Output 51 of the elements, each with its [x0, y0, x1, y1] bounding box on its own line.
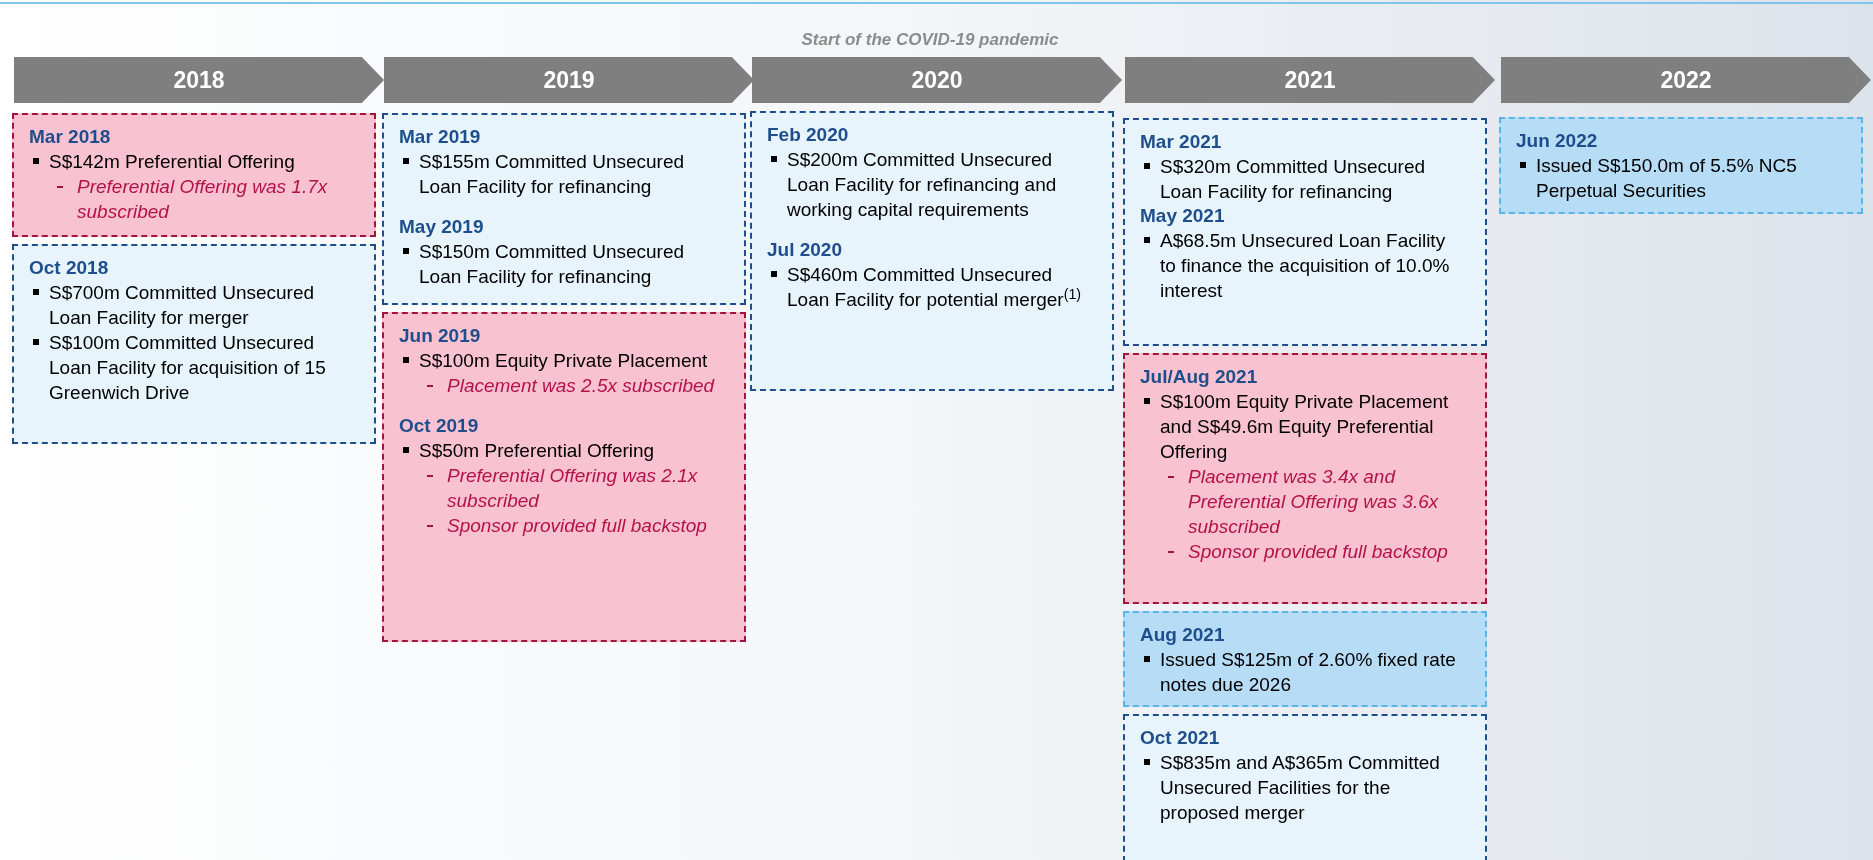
date-heading: Oct 2021 [1140, 726, 1221, 750]
bullet-text: S$142m Preferential Offering [49, 150, 295, 174]
year-header-banner: 2019 [384, 57, 754, 103]
sub-bullet-text: Preferential Offering was 2.1x subscribed [447, 464, 699, 513]
date-heading: Aug 2021 [1140, 623, 1226, 647]
bullet-text: S$50m Preferential Offering [419, 439, 655, 463]
bullet-text: S$100m Equity Private Placement and S$49.6m Equity Preferential Offering [1160, 390, 1450, 464]
sub-bullet-text: Sponsor provided full backstop [1188, 540, 1448, 564]
date-heading: Mar 2018 [29, 125, 112, 149]
bullet-text: S$700m Committed Unsecured Loan Facility for merger [49, 281, 316, 330]
event-box [1123, 353, 1487, 604]
date-heading: May 2021 [1140, 204, 1226, 228]
sub-bullet-text: Sponsor provided full backstop [447, 514, 707, 538]
event-box [750, 111, 1114, 391]
year-header-banner: 2022 [1501, 57, 1871, 103]
date-heading: May 2019 [399, 215, 485, 239]
event-box [382, 113, 746, 305]
bullet-text: S$155m Committed Unsecured Loan Facility for refinancing [419, 150, 686, 199]
bullet-text: S$100m Equity Private Placement [419, 349, 708, 373]
bullet-text: S$835m and A$365m Committed Unsecured Facilities for the proposed merger [1160, 751, 1441, 825]
year-header-banner: 2020 [752, 57, 1122, 103]
date-heading: Mar 2021 [1140, 130, 1223, 154]
date-heading: Feb 2020 [767, 123, 850, 147]
event-box [1123, 611, 1487, 707]
date-heading: Jul 2020 [767, 238, 843, 262]
year-header-banner: 2018 [14, 57, 384, 103]
bullet-text: Issued S$150.0m of 5.5% NC5 Perpetual Securities [1536, 154, 1798, 203]
sub-bullet-text: Preferential Offering was 1.7x subscribed [77, 175, 329, 224]
event-box [1499, 117, 1863, 214]
bullet-text: S$460m Committed Unsecured Loan Facility for potential merger$^{(1)}$ [787, 263, 1083, 312]
bullet-text: A$68.5m Unsecured Loan Facility to finance the acquisition of 10.0% interest [1160, 229, 1451, 303]
note-text: Start of the COVID-19 pandemic [800, 29, 1060, 51]
bullet-text: S$100m Committed Unsecured Loan Facility for acquisition of 15 Greenwich Drive [49, 331, 327, 405]
event-box [12, 113, 376, 237]
sub-bullet-text: Placement was 2.5x subscribed [447, 374, 715, 398]
date-heading: Jun 2022 [1516, 129, 1599, 153]
event-box [1123, 118, 1487, 346]
event-box [1123, 714, 1487, 860]
bullet-text: S$320m Committed Unsecured Loan Facility for refinancing [1160, 155, 1427, 204]
sub-bullet-text: Placement was 3.4x and Preferential Offering was 3.6x subscribed [1188, 465, 1440, 539]
date-heading: Oct 2019 [399, 414, 480, 438]
date-heading: Mar 2019 [399, 125, 482, 149]
date-heading: Jun 2019 [399, 324, 482, 348]
event-box [382, 312, 746, 642]
bullet-text: S$200m Committed Unsecured Loan Facility for refinancing and working capital requirements [787, 148, 1058, 222]
bullet-text: Issued S$125m of 2.60% fixed rate notes due 2026 [1160, 648, 1457, 697]
bullet-text: S$150m Committed Unsecured Loan Facility for refinancing [419, 240, 686, 289]
date-heading: Jul/Aug 2021 [1140, 365, 1259, 389]
year-header-banner: 2021 [1125, 57, 1495, 103]
date-heading: Oct 2018 [29, 256, 110, 280]
event-box [12, 244, 376, 444]
